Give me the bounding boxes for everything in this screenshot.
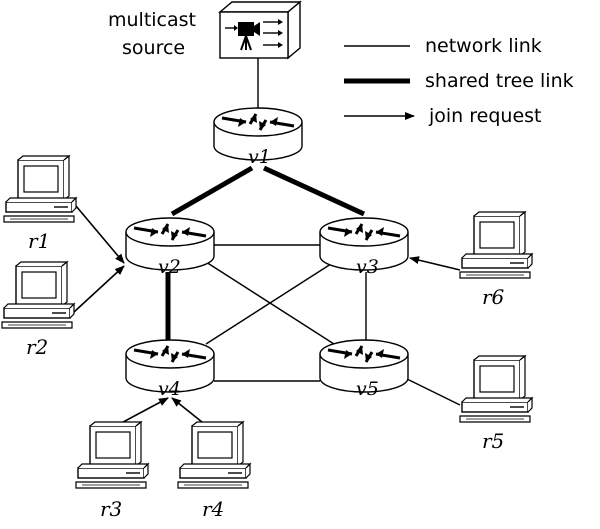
link-v3-v4: [205, 261, 335, 345]
receiver-r3: r3: [75, 421, 149, 521]
computer-icon: [3, 155, 77, 223]
tree-link-v1-v2: [170, 165, 254, 217]
computer-icon: [459, 211, 533, 279]
router-label-v4: v4: [158, 378, 181, 400]
router-label-v3: v3: [356, 256, 379, 278]
source-label-line2: source: [122, 37, 185, 59]
receiver-label-r5: r5: [482, 429, 504, 453]
link-r5-v5: [404, 377, 461, 406]
receiver-label-r1: r1: [28, 229, 50, 253]
receiver-label-r4: r4: [202, 497, 224, 521]
router-v2: v2: [124, 216, 216, 278]
router-label-v5: v5: [356, 378, 379, 400]
router-label-v2: v2: [158, 256, 181, 278]
video-camera-icon: [218, 0, 302, 60]
legend-join-request-label: join request: [428, 105, 542, 127]
receiver-label-r2: r2: [26, 335, 48, 359]
receiver-label-r3: r3: [100, 497, 122, 521]
legend-network-link-label: network link: [425, 35, 542, 57]
computer-icon: [75, 421, 149, 489]
multicast-source: multicast source: [108, 0, 302, 60]
computer-icon: [459, 355, 533, 423]
tree-link-v1-v3: [262, 165, 366, 217]
receiver-r4: r4: [177, 421, 251, 521]
receiver-r1: r1: [3, 155, 77, 253]
network-links: [205, 57, 461, 406]
router-v1: v1: [212, 106, 304, 168]
router-label-v1: v1: [248, 146, 271, 168]
legend: network link shared tree link join reque…: [344, 35, 574, 127]
join-request-r6-v3: [409, 256, 461, 271]
join-request-r2-v2: [73, 265, 125, 313]
join-request-r1-v2: [75, 205, 125, 264]
router-v5: v5: [318, 338, 410, 400]
shared-tree-links: [165, 165, 366, 342]
receiver-label-r6: r6: [482, 285, 505, 309]
router-v3: v3: [318, 216, 410, 278]
router-v4: v4: [124, 338, 216, 400]
receiver-r6: r6: [459, 211, 533, 309]
receiver-r2: r2: [1, 261, 75, 359]
computer-icon: [177, 421, 251, 489]
computer-icon: [1, 261, 75, 329]
receiver-r5: r5: [459, 355, 533, 453]
legend-shared-tree-link-label: shared tree link: [425, 70, 574, 92]
source-label-line1: multicast: [108, 9, 196, 31]
